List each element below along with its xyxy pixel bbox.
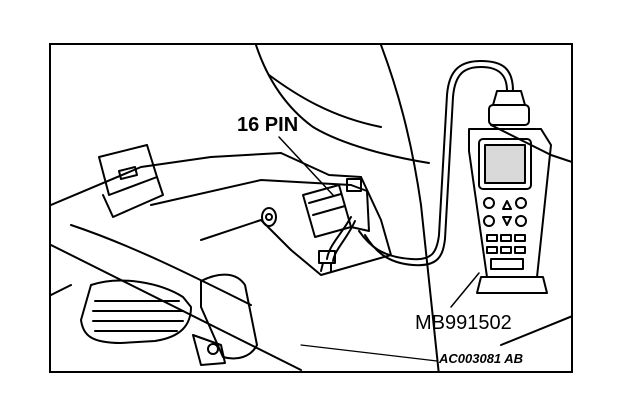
- scan-tool-mb991502: [468, 90, 552, 294]
- connector-label: 16 PIN: [237, 114, 299, 136]
- panel-bolt: [261, 207, 277, 227]
- tool-label: MB991502: [415, 312, 512, 334]
- code-leader-line: [300, 344, 438, 362]
- glovebox-handle: [98, 144, 164, 218]
- diagram-illustration: [51, 45, 571, 371]
- tool-leader-line: [450, 272, 480, 308]
- connector-leader-line: [278, 136, 334, 196]
- figure-code: AC003081 AB: [439, 351, 524, 366]
- pedal-assembly: [51, 273, 258, 366]
- diagnostic-connector-16pin: [302, 178, 370, 238]
- diagnostic-cable: [318, 60, 514, 272]
- diagram-frame: 16 PIN MB991502 AC003081 AB: [49, 43, 573, 373]
